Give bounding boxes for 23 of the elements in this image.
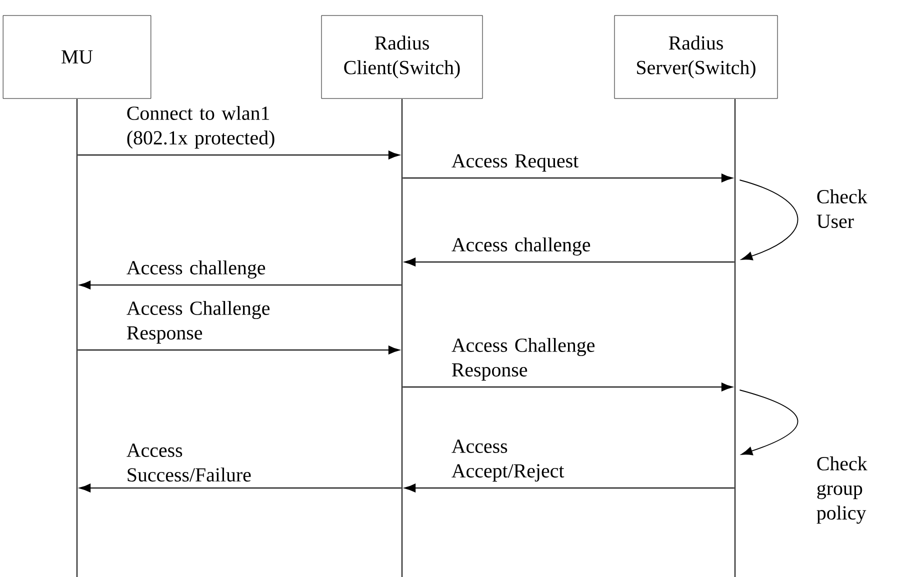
participant-box: Radius Server(Switch) [614,15,778,99]
message-arrow [77,150,400,160]
edge-label: Access Challenge Response [126,300,270,344]
message-arrow [79,280,402,290]
edge-label: Connect to wlan1 (802.1x protected) [127,106,274,149]
edge-label: Check group policy [816,456,868,524]
message-arrow [402,174,733,182]
message-arrow [79,484,402,492]
edge-label: Access Accept/Reject [452,440,564,482]
self-loop-arrow [739,390,798,456]
edge-label: Access Request [452,154,578,172]
edge-label: Access challenge [452,237,590,256]
self-loop-arrow [739,180,798,260]
participant-box: Radius Client(Switch) [321,15,483,99]
message-arrow [404,258,735,266]
message-arrow [402,382,733,392]
message-arrow [404,484,735,492]
edge-label: Access challenge [126,260,266,279]
edge-label: Access Challenge Response [452,338,595,381]
edge-label: Check User [816,189,868,228]
participant-box: MU [2,15,152,99]
edge-label: Access Success/Failure [126,444,251,482]
message-arrow [77,346,400,354]
